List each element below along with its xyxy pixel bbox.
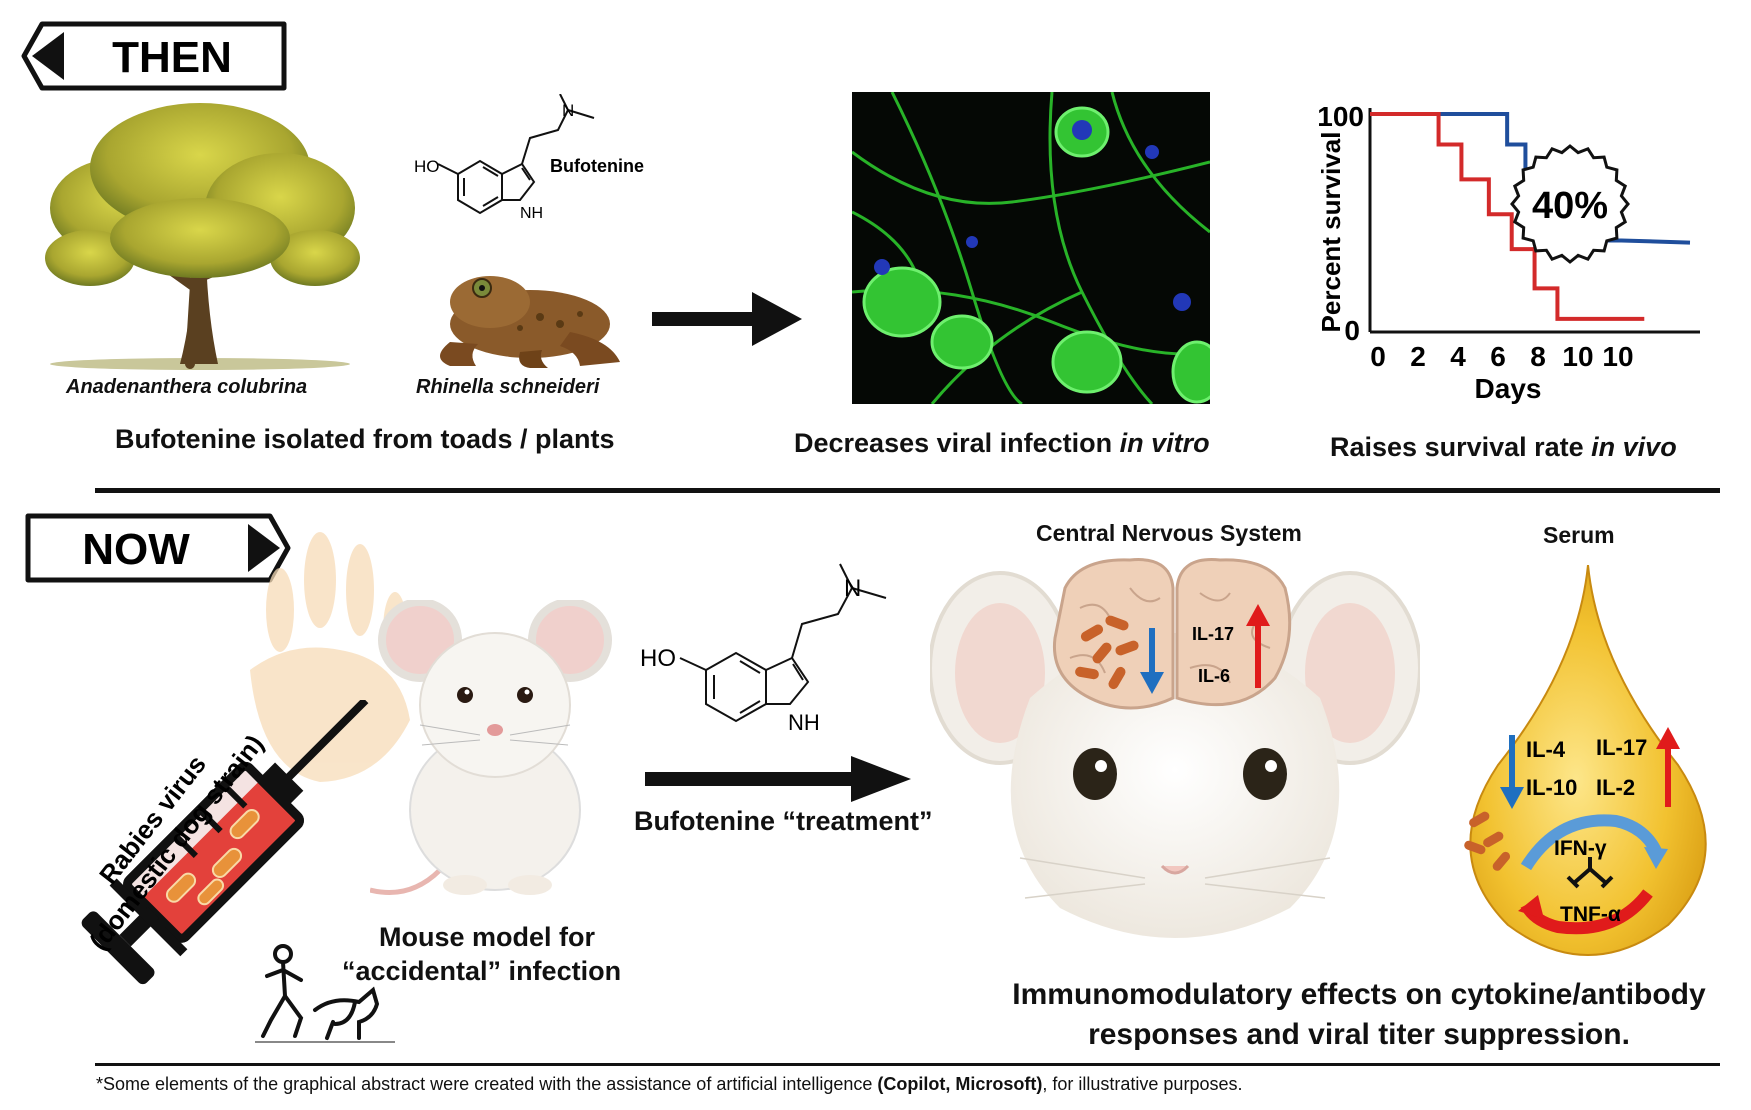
now-badge: NOW <box>25 513 291 583</box>
mouse-caption-line1: Mouse model for <box>378 922 595 952</box>
antibody-icon <box>1566 857 1614 889</box>
cns-il17-label: IL-17 <box>1192 624 1234 644</box>
serum-title: Serum <box>1543 522 1615 548</box>
serum-il17-label: IL-17 <box>1596 735 1647 760</box>
effects-line2: responses and viral titer suppression. <box>1088 1018 1630 1051</box>
caption-in-vitro: Decreases viral infection in vitro <box>794 428 1210 459</box>
bufotenine-structure-top: HO N NH Bufotenine <box>414 94 644 222</box>
serum-il4-label: IL-4 <box>1526 737 1566 762</box>
y-tick-label: 100 <box>1317 101 1364 132</box>
caption-isolated: Bufotenine isolated from toads / plants <box>115 424 615 454</box>
tree-illustration <box>45 103 360 370</box>
mol-bottom-ho: HO <box>640 645 676 672</box>
serum-il2-label: IL-2 <box>1596 775 1635 800</box>
x-tick-label: 0 <box>1370 341 1386 372</box>
annotation-badge <box>1510 144 1630 264</box>
x-tick-label: 4 <box>1450 341 1466 372</box>
toad-illustration <box>440 276 620 368</box>
bufotenine-label: Bufotenine <box>550 156 644 176</box>
footnote: *Some elements of the graphical abstract… <box>96 1074 1242 1095</box>
caption-in-vivo: Raises survival rate in vivo <box>1330 432 1677 463</box>
x-tick-label: 10 <box>1602 341 1633 372</box>
now-badge-label: NOW <box>82 525 190 574</box>
x-tick-label: 8 <box>1530 341 1546 372</box>
bufotenine-structure-bottom: HO N NH <box>640 563 887 735</box>
treatment-arrow <box>645 756 911 802</box>
caption-in-vivo-a: Raises survival rate <box>1330 432 1592 462</box>
x-tick-label: 2 <box>1410 341 1426 372</box>
cns-il6-label: IL-6 <box>1198 666 1230 686</box>
neuron-microscopy-image <box>852 92 1210 404</box>
serum-drop-illustration: IL-4 IL-10 IL-17 IL-2 IFN-γ TNF-α <box>1464 565 1707 956</box>
annotation-40-percent: 40% <box>1532 185 1608 227</box>
mouse-face-illustration: IL-17 IL-6 <box>930 558 1420 938</box>
cns-title: Central Nervous System <box>1036 520 1302 546</box>
treatment-label: Bufotenine “treatment” <box>634 806 933 836</box>
then-badge: THEN <box>21 21 287 91</box>
caption-in-vivo-b: in vivo <box>1591 432 1677 462</box>
footnote-a: *Some elements of the graphical abstract… <box>96 1074 878 1094</box>
serum-il10-label: IL-10 <box>1526 775 1577 800</box>
effects-caption: Immunomodulatory effects on cytokine/ant… <box>968 975 1750 1055</box>
caption-in-vitro-b: in vitro <box>1119 428 1210 458</box>
dog-bite-pictogram <box>255 944 395 1043</box>
serum-ifn-label: IFN-γ <box>1554 837 1607 860</box>
mol-bottom-n: N <box>844 575 861 602</box>
mol-bottom-nh: NH <box>788 710 820 735</box>
x-tick-label: 6 <box>1490 341 1506 372</box>
footer-divider <box>95 1063 1720 1066</box>
effects-line1: Immunomodulatory effects on cytokine/ant… <box>1012 978 1706 1011</box>
y-axis-label: Percent survival <box>1316 132 1346 333</box>
mol-top-n: N <box>562 101 574 120</box>
serum-tnf-label: TNF-α <box>1560 903 1621 926</box>
toad-species-label: Rhinella schneideri <box>416 376 600 398</box>
footnote-b: (Copilot, Microsoft) <box>877 1074 1043 1094</box>
mouse-caption-line2: “accidental” infection <box>342 956 622 986</box>
mouse-caption: Mouse model for “accidental” infection <box>342 920 621 988</box>
x-tick-label: 10 <box>1562 341 1593 372</box>
mol-top-nh: NH <box>520 205 543 222</box>
x-axis-label: Days <box>1475 373 1542 404</box>
caption-in-vitro-a: Decreases viral infection <box>794 428 1120 458</box>
survival-series-1 <box>1370 112 1645 321</box>
tree-species-label: Anadenanthera colubrina <box>66 376 308 398</box>
arrow-then-1 <box>652 292 802 346</box>
mouse-illustration <box>370 600 612 895</box>
section-divider <box>95 488 1720 493</box>
mol-top-ho: HO <box>414 157 440 176</box>
footnote-c: , for illustrative purposes. <box>1042 1074 1243 1094</box>
syringe-illustration: Rabies virus (domestic dog strain) <box>81 700 369 985</box>
y-tick-label: 0 <box>1344 315 1360 346</box>
then-badge-label: THEN <box>112 33 232 82</box>
